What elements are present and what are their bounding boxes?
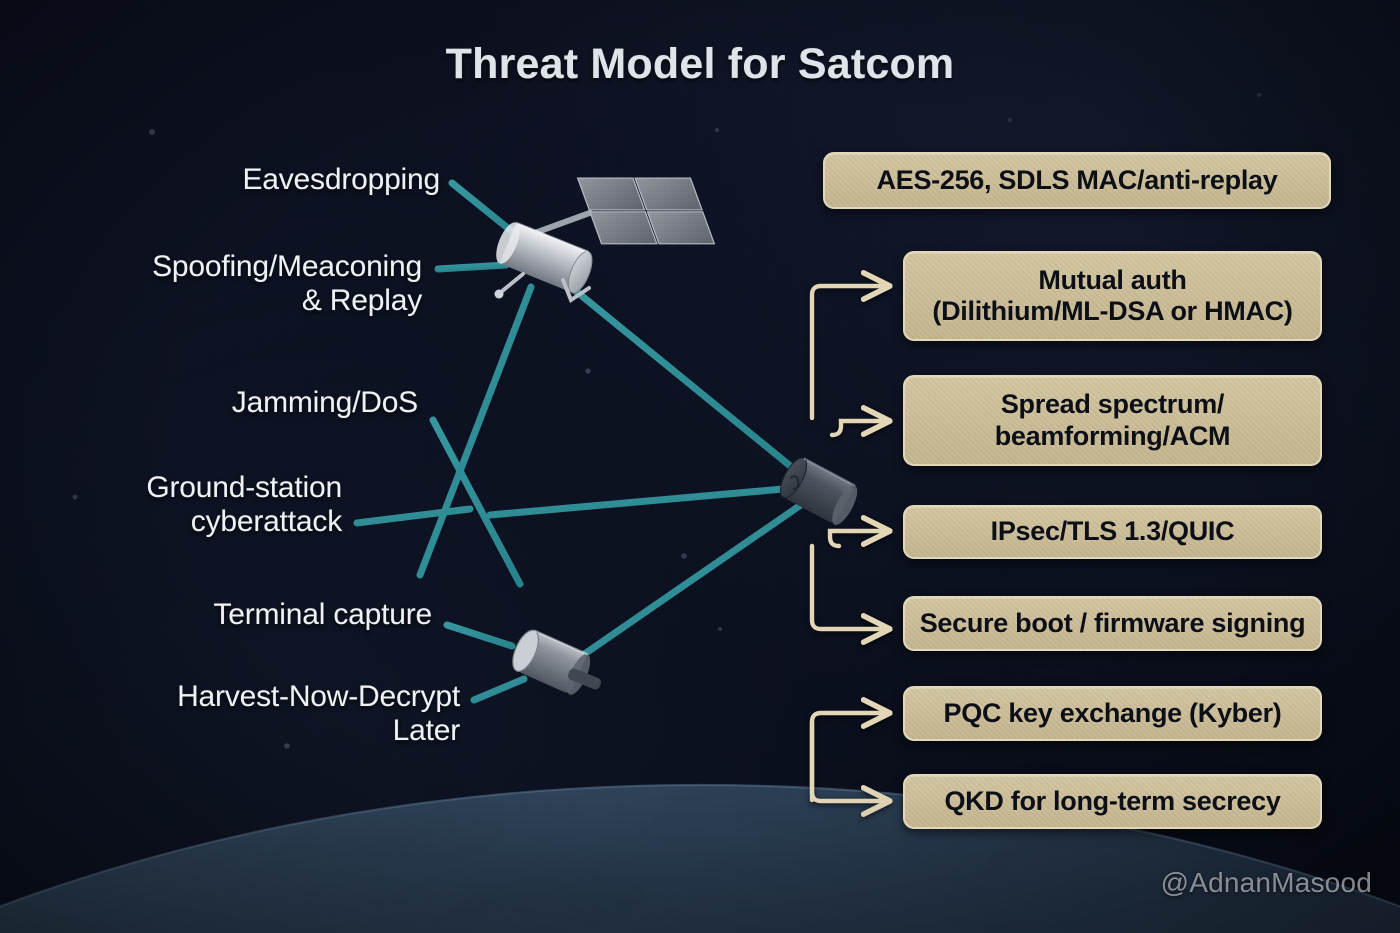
threat-label-harvest-now-decrypt: Harvest-Now-Decrypt Later — [177, 680, 460, 747]
connector-to-qkd — [809, 719, 886, 801]
link-sat-downleft — [416, 283, 535, 579]
control-box-mutual-auth[interactable]: Mutual auth (Dilithium/ML-DSA or HMAC) — [903, 251, 1322, 341]
connector-to-ipsec — [827, 531, 886, 549]
control-box-qkd-secrecy[interactable]: QKD for long-term secrecy — [903, 774, 1322, 829]
connector-to-mutual-auth — [809, 286, 886, 421]
link-left-to-gateway — [486, 483, 810, 519]
control-box-ipsec-tls[interactable]: IPsec/TLS 1.3/QUIC — [903, 505, 1322, 559]
link-sat-to-gateway — [562, 279, 809, 482]
link-terminal-to-gateway — [579, 496, 812, 659]
page-title: Threat Model for Satcom — [445, 40, 955, 88]
leader-jamming — [429, 416, 524, 588]
control-box-aes-sdls[interactable]: AES-256, SDLS MAC/anti-replay — [823, 152, 1331, 209]
threat-label-spoofing-meaconing: Spoofing/Meaconing & Replay — [152, 250, 422, 317]
leader-harvest — [470, 675, 528, 704]
control-box-secure-boot[interactable]: Secure boot / firmware signing — [903, 596, 1322, 651]
threat-label-eavesdropping: Eavesdropping — [242, 163, 440, 196]
threat-label-ground-station: Ground-station cyberattack — [146, 471, 342, 538]
ground-relay-icon — [779, 457, 858, 525]
leader-terminal — [443, 621, 516, 650]
author-watermark: @AdnanMasood — [1160, 867, 1372, 898]
connector-to-spread-spectrum — [829, 421, 886, 438]
connector-to-pqc — [809, 713, 886, 803]
leader-spoofing — [434, 261, 510, 273]
connector-to-secure-boot — [809, 543, 886, 629]
control-box-spread-spectrum[interactable]: Spread spectrum/ beamforming/ACM — [903, 375, 1322, 466]
leader-groundstation — [353, 505, 474, 527]
control-box-pqc-kyber[interactable]: PQC key exchange (Kyber) — [903, 686, 1322, 741]
satellite-icon — [494, 177, 716, 304]
threat-label-terminal-capture: Terminal capture — [213, 598, 432, 631]
user-terminal-icon — [512, 629, 602, 695]
threat-label-jamming-dos: Jamming/DoS — [231, 386, 418, 419]
